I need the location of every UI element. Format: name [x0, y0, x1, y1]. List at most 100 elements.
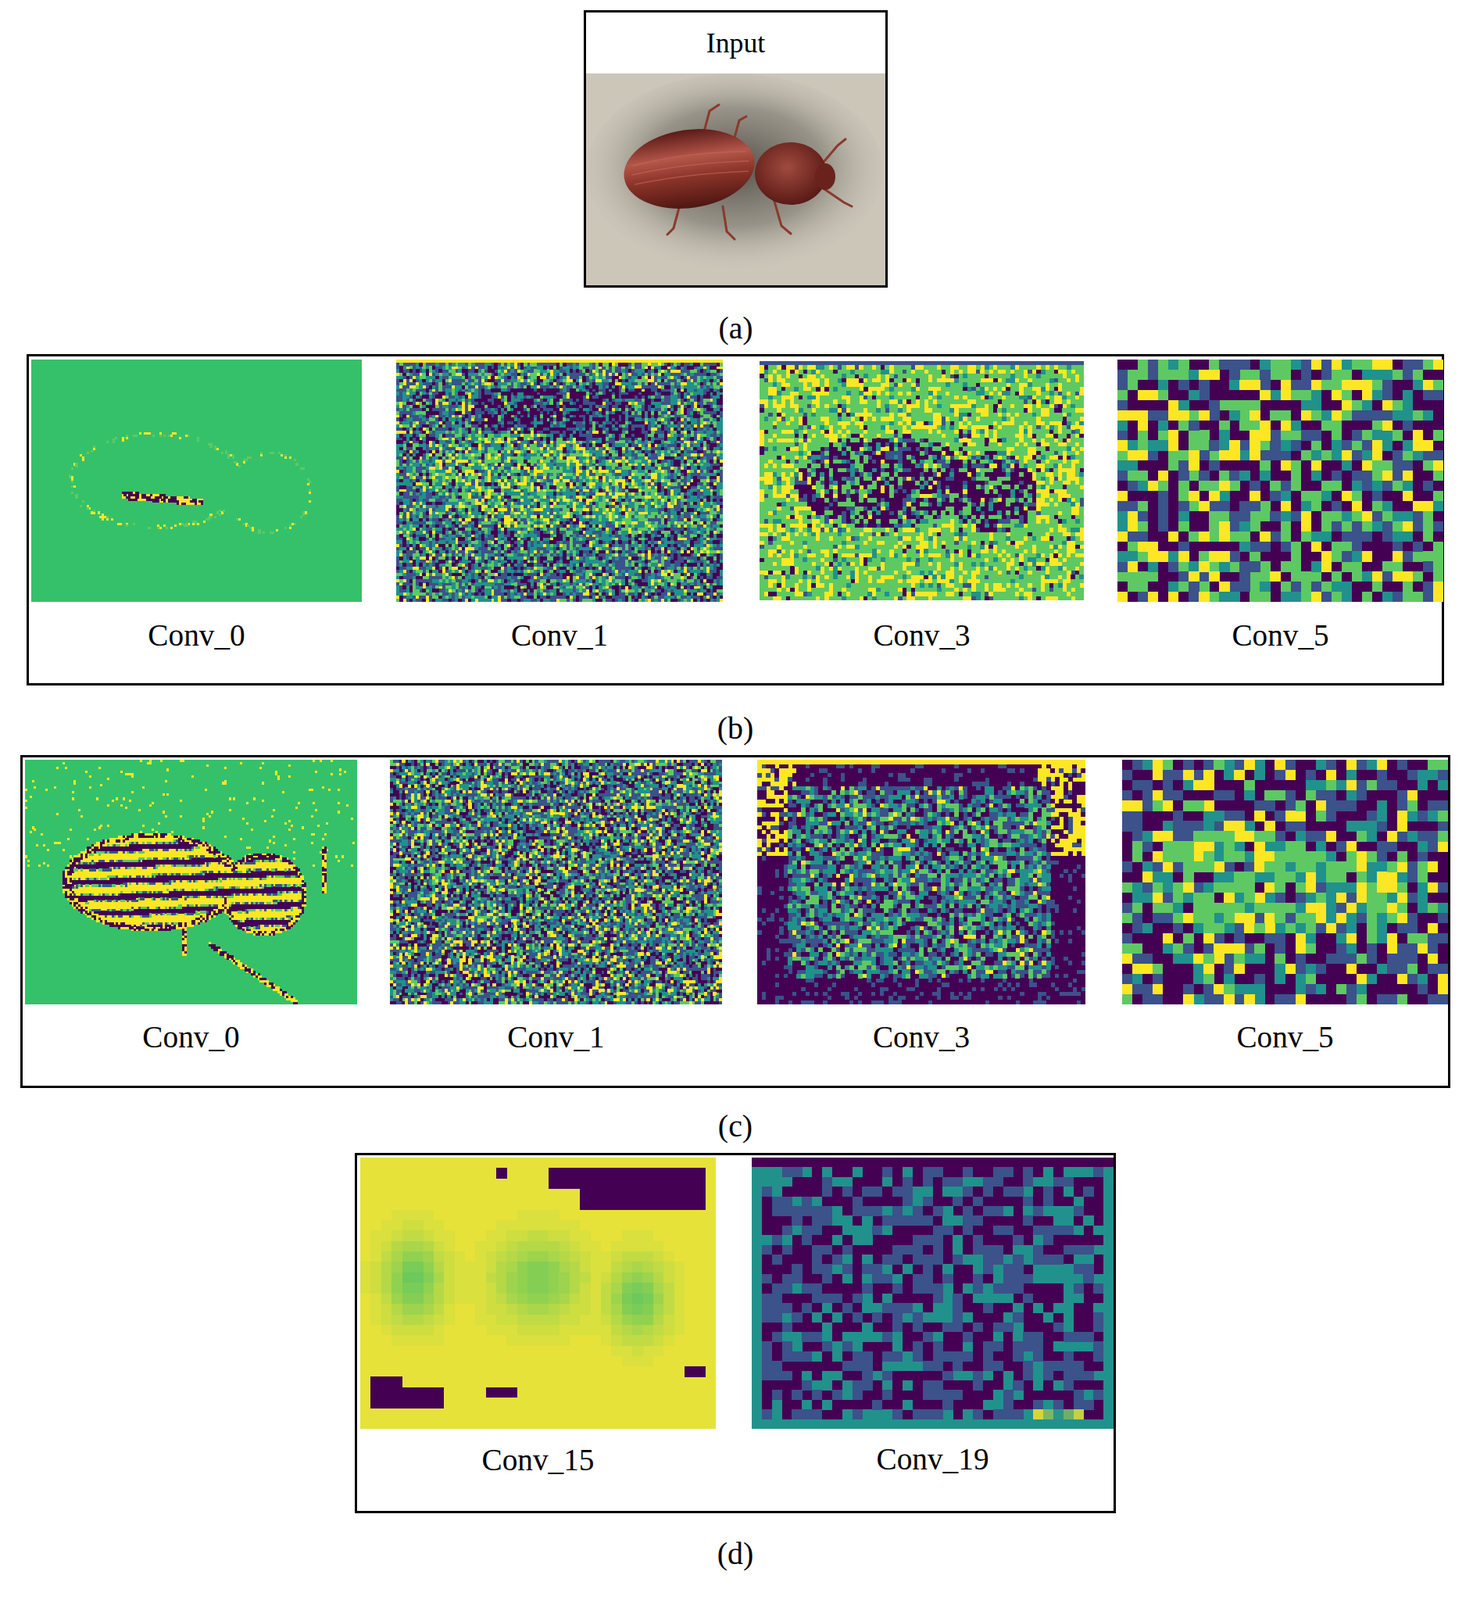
activation-cells	[71, 839, 303, 929]
head	[815, 163, 836, 190]
activation-cells	[62, 833, 326, 1005]
activation-cells	[787, 786, 1051, 979]
elytra-stripes	[631, 151, 749, 185]
activation-cells	[391, 1240, 664, 1335]
feature-map-tile: Conv_3	[757, 759, 1086, 1054]
activation-cells	[396, 359, 723, 602]
activation-cells	[759, 364, 1084, 601]
feature-panel: (d)Conv_15Conv_19	[354, 1152, 1116, 1513]
activation-cells	[759, 364, 1084, 601]
map-ground	[759, 361, 1084, 601]
activation-cells	[389, 759, 723, 1005]
activation-cells	[1073, 1408, 1084, 1420]
activation-cells	[761, 1166, 1105, 1420]
activation-cells	[1117, 359, 1444, 602]
feature-map-tile: Conv_1	[396, 359, 723, 652]
activation-cells	[68, 434, 312, 534]
feature-map-tile: Conv_0	[31, 359, 362, 652]
layer-label: Conv_5	[1122, 1019, 1448, 1054]
feature-map	[396, 359, 723, 602]
feature-map-tile: Conv_5	[1122, 759, 1448, 1054]
layer-label: Conv_5	[1117, 618, 1444, 652]
map-ground	[25, 759, 358, 1005]
activation-cells	[389, 759, 723, 1005]
layer-label: Conv_1	[396, 618, 723, 652]
shadow	[586, 73, 884, 269]
feature-map	[25, 759, 358, 1005]
activation-cells	[381, 1240, 665, 1335]
activation-cells	[759, 364, 1084, 601]
activation-cells	[751, 1166, 1114, 1429]
feature-map-tile: Conv_3	[759, 361, 1084, 652]
activation-cells	[1122, 759, 1448, 1005]
activation-cells	[360, 1209, 685, 1367]
activation-cells	[370, 1167, 706, 1408]
activation-cells	[1053, 1408, 1064, 1420]
feature-panel: (b)Conv_0Conv_1Conv_3Conv_5	[26, 353, 1445, 686]
activation-cells	[402, 1272, 644, 1304]
activation-cells	[1117, 359, 1444, 602]
activation-cells	[1033, 1408, 1044, 1420]
input-title: Input	[586, 12, 886, 74]
feature-map	[751, 1157, 1114, 1429]
abdomen	[618, 121, 760, 217]
activation-cells	[381, 1229, 675, 1345]
activation-cells	[787, 786, 1051, 979]
feature-map	[759, 361, 1084, 601]
input-frame: Input(a)	[583, 10, 888, 288]
activation-cells	[1043, 1408, 1054, 1420]
activation-cells	[759, 361, 1084, 601]
feature-map	[1122, 759, 1448, 1005]
feature-map-tile: Conv_15	[360, 1157, 716, 1477]
layer-label: Conv_3	[759, 618, 1084, 652]
map-ground	[1122, 759, 1448, 1005]
layer-label: Conv_0	[31, 618, 362, 652]
activation-cells	[1117, 359, 1444, 602]
activation-cells	[402, 1261, 654, 1314]
beetle-photo	[586, 73, 886, 286]
map-ground	[751, 1157, 1114, 1429]
activation-cells	[396, 362, 723, 602]
layer-label: Conv_19	[751, 1442, 1114, 1477]
map-ground	[396, 359, 723, 602]
activation-cells	[389, 759, 723, 1005]
activation-cells	[757, 764, 1086, 1005]
activation-cells	[1117, 359, 1444, 602]
feature-map-tile: Conv_1	[389, 759, 723, 1054]
activation-cells	[396, 362, 723, 602]
feature-map	[360, 1157, 716, 1429]
activation-cells	[1122, 759, 1448, 1005]
background	[586, 73, 886, 286]
activation-cells	[757, 764, 1086, 1005]
activation-cells	[121, 491, 204, 505]
feature-map	[757, 759, 1086, 1005]
panel-caption: (a)	[586, 311, 886, 347]
feature-map-tile: Conv_19	[751, 1157, 1114, 1477]
activation-cells	[391, 1251, 654, 1325]
layer-label: Conv_1	[389, 1019, 723, 1054]
activation-cells	[396, 362, 723, 602]
activation-cells	[396, 362, 723, 602]
activation-cells	[389, 759, 723, 1005]
activation-cells	[1122, 759, 1448, 1005]
map-ground	[757, 759, 1086, 1005]
feature-panel: (c)Conv_0Conv_1Conv_3Conv_5	[20, 754, 1451, 1088]
activation-cells	[389, 759, 723, 1005]
map-ground	[1117, 359, 1444, 602]
activation-cells	[391, 1251, 664, 1325]
panel-caption: (c)	[22, 1108, 1448, 1144]
activation-cells	[1063, 1408, 1074, 1420]
layer-label: Conv_15	[360, 1442, 716, 1477]
map-ground	[389, 759, 723, 1005]
feature-map	[1117, 359, 1444, 602]
map-ground	[31, 359, 362, 602]
map-ground	[360, 1157, 716, 1429]
activation-cells	[370, 1219, 674, 1356]
activation-cells	[402, 1261, 654, 1314]
layer-label: Conv_0	[25, 1019, 358, 1054]
feature-map	[389, 759, 723, 1005]
activation-cells	[764, 364, 1084, 601]
feature-map-tile: Conv_0	[25, 759, 358, 1054]
panel-caption: (b)	[28, 711, 1442, 746]
